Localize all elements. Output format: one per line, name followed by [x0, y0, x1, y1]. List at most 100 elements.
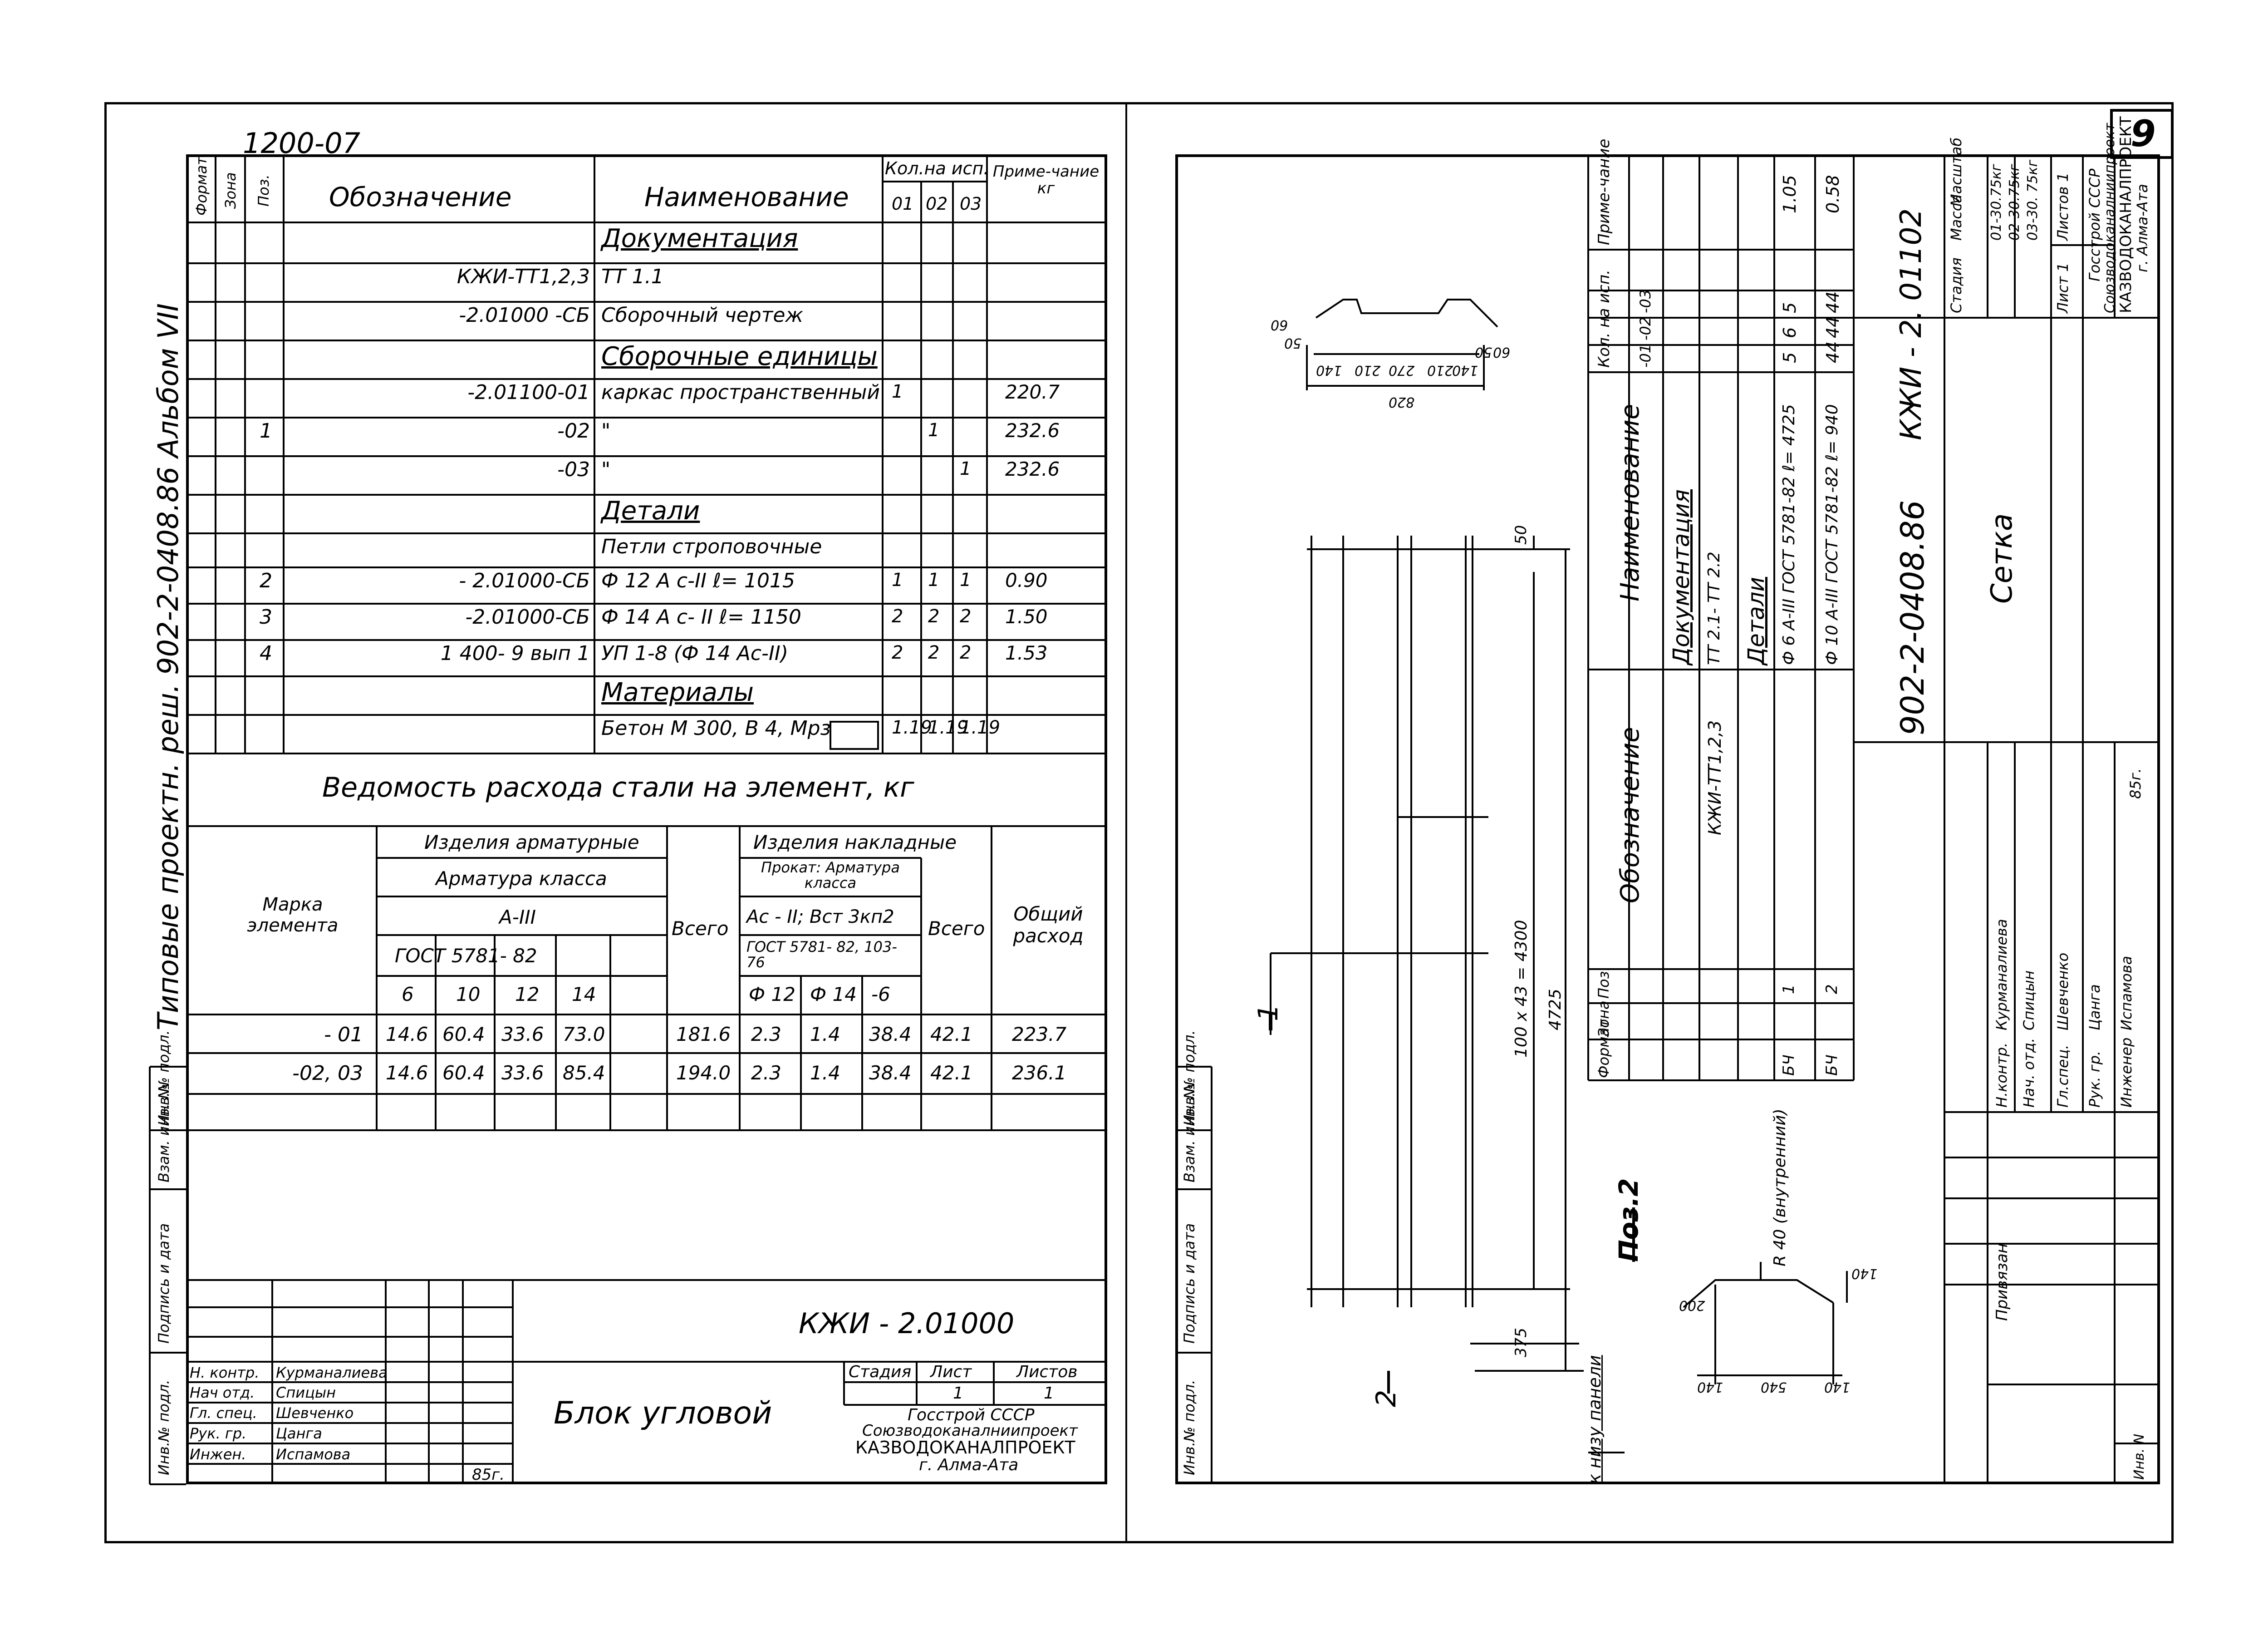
left-q02-header: 02: [926, 194, 948, 214]
left-q01-header: 01: [892, 194, 914, 214]
steel-row-p6: 38.4: [869, 1023, 912, 1045]
pos2-dim: 200: [1679, 1297, 1705, 1313]
right-tb-org-3: КАЗВОДОКАНАЛПРОЕКТ: [2117, 116, 2135, 313]
left-spec-q2: 1: [928, 420, 940, 441]
right-spec-name: Ф 6 А-III ГОСТ 5781-82 ℓ= 4725: [1780, 404, 1798, 665]
left-spec-name: ": [601, 419, 611, 443]
pos2-dim: 140: [1697, 1379, 1723, 1395]
pos2-dim: 140: [1824, 1379, 1851, 1395]
right-spec-q3: 5: [1780, 302, 1800, 313]
right-tb-scale: Масштаб: [1948, 137, 1965, 207]
right-spec-pos: 1: [1780, 984, 1798, 994]
left-tb-stage: Стадия: [849, 1363, 912, 1381]
left-role-name: Спицын: [276, 1384, 336, 1401]
profile-dim: 140: [1316, 362, 1342, 378]
right-tb-org-1: Госстрой СССР: [2086, 168, 2103, 281]
steel-row-d14: 73.0: [563, 1023, 605, 1045]
right-spec-name: Детали: [1743, 576, 1769, 665]
left-spec-frame: [186, 154, 1107, 1484]
right-role-title: Гл.спец.: [2054, 1044, 2072, 1108]
gost-ac2: ГОСТ 5781- 82, 103- 76: [746, 938, 897, 971]
left-tb-sheets-val: 1: [1044, 1384, 1054, 1403]
page-number: 9: [2131, 113, 2156, 155]
left-spec-note: 0.90: [1005, 569, 1048, 591]
right-role-title: Нач. отд.: [2020, 1038, 2037, 1108]
right-q01-header: -01: [1637, 344, 1654, 368]
embed-items-header: Изделия накладные: [753, 831, 957, 853]
left-role-name: Шевченко: [276, 1404, 354, 1422]
steel-row-mark: - 01: [324, 1023, 363, 1046]
profile-dim: 270: [1389, 362, 1415, 378]
steel-row-p14: 1.4: [810, 1023, 840, 1045]
class-a3: А-III: [499, 906, 536, 928]
steel-row-d6: 14.6: [386, 1062, 428, 1084]
left-spec-designation: -02: [557, 419, 590, 443]
right-tb-stage: Стадия: [1948, 257, 1965, 313]
left-tb-org-2: Союзводоканалниипроект: [862, 1422, 1078, 1440]
left-spec-q3: 1: [960, 458, 972, 479]
right-role-name: Цанга: [2086, 984, 2103, 1030]
right-designation-header: Обозначение: [1615, 727, 1645, 903]
left-spec-q1: 1: [892, 570, 903, 591]
left-spec-q3: 1: [960, 570, 972, 591]
left-spec-designation: - 2.01000-СБ: [459, 569, 590, 592]
left-name-header: Наименование: [644, 182, 849, 212]
right-name-header: Наименование: [1615, 404, 1645, 601]
steel-title: Ведомость расхода стали на элемент, кг: [322, 772, 914, 803]
right-role-name: Спицын: [2020, 970, 2037, 1030]
left-spec-name: УП 1-8 (Ф 14 Ас-II): [601, 642, 789, 665]
left-spec-q3: 2: [960, 642, 972, 663]
right-privyazan: Привязан: [1993, 1243, 2011, 1321]
profile-dim: 820: [1389, 394, 1415, 410]
left-spec-pos: 3: [260, 606, 272, 629]
left-spec-q1: 2: [892, 606, 903, 627]
steel-row-mark: -02, 03: [292, 1062, 363, 1085]
left-spec-designation: -2.01100-01: [467, 381, 590, 404]
total-header: Всего: [672, 917, 729, 940]
left-spec-note: 1.53: [1005, 642, 1048, 664]
steel-row-total2: 42.1: [930, 1062, 973, 1084]
right-tb-mass-3: 03-30. 75кг: [2025, 159, 2041, 241]
right-tb-mass-2: 02-30.75кг: [2007, 164, 2023, 241]
left-role-title: Нач отд.: [190, 1384, 255, 1401]
steel-row-total: 194.0: [676, 1062, 731, 1084]
right-q02-header: -02: [1637, 316, 1654, 340]
right-role-name: Испамова: [2118, 955, 2135, 1030]
steel-row-d12: 33.6: [501, 1023, 544, 1045]
steel-row-overall: 223.7: [1012, 1023, 1067, 1045]
steel-row-d14: 85.4: [563, 1062, 605, 1084]
to-bottom-label: к низу панели: [1585, 1355, 1605, 1484]
right-stamp-sign: Подпись и дата: [1181, 1223, 1198, 1344]
steel-row-total: 181.6: [676, 1023, 731, 1045]
left-role-name: Курманалиева: [276, 1364, 388, 1381]
left-spec-designation: КЖИ-ТТ1,2,3: [457, 265, 590, 288]
pos2-dim: 540: [1761, 1379, 1787, 1395]
left-spec-designation: -2.01000-СБ: [465, 606, 590, 629]
right-spec-note: 1.05: [1780, 175, 1800, 213]
left-spec-name: Бетон М 300, В 4, Мрз: [601, 717, 831, 740]
right-spec-name: ТТ 2.1- ТТ 2.2: [1705, 552, 1723, 665]
left-spec-name: ТТ 1.1: [601, 265, 664, 288]
right-tb-title: Сетка: [1985, 513, 2019, 604]
right-tb-org-4: г. Алма-Ата: [2134, 184, 2151, 272]
steel-row-d12: 33.6: [501, 1062, 544, 1084]
d12-header: 12: [515, 983, 540, 1005]
left-tb-sheet-val: 1: [953, 1384, 963, 1403]
right-spec-fmt: БЧ: [1780, 1054, 1798, 1076]
left-spec-designation: -2.01000 -СБ: [459, 304, 590, 327]
total2-header: Всего: [928, 917, 985, 940]
dim-375: 375: [1512, 1328, 1530, 1357]
steel-row-p12: 2.3: [751, 1023, 781, 1045]
left-q03-header: 03: [960, 194, 982, 214]
steel-row-overall: 236.1: [1012, 1062, 1067, 1084]
p12-header: Ф 12: [749, 983, 795, 1005]
left-designation-header: Обозначение: [329, 182, 512, 212]
right-tb-code: 902-2-0408.86: [1894, 500, 1931, 735]
left-tb-org-3: КАЗВОДОКАНАЛПРОЕКТ: [855, 1438, 1075, 1458]
right-stamp-inv: Инв.№ подл.: [1181, 1379, 1198, 1475]
right-role-title: Н.контр.: [1993, 1042, 2010, 1108]
right-spec-name: Документация: [1668, 489, 1694, 665]
right-stamp-inv2: Инв.№ подл.: [1181, 1030, 1198, 1126]
left-spec-q2: 1.19: [928, 717, 969, 738]
top-code: 1200-07: [243, 127, 361, 160]
